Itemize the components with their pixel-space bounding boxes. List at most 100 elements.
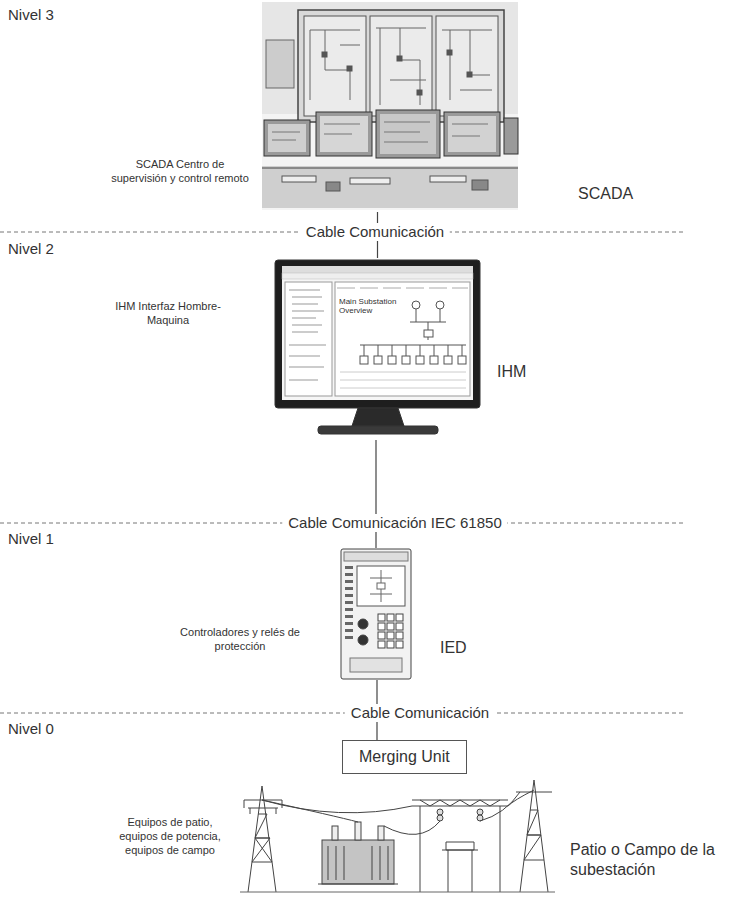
substation-yard: Equipos de patio, equipos de potencia, e… [235,776,555,897]
ied-relay-sketch [378,632,385,639]
scada-room-sketch [322,52,327,57]
ied-relay-sketch [370,570,392,602]
substation-yard-sketch [437,809,443,815]
substation-yard-sketch [322,840,394,884]
ied-relay-sketch [358,619,368,629]
hmi-monitor-sketch [337,288,468,289]
scada-room-sketch [266,40,294,88]
ied-relay-sketch [387,614,394,621]
substation-yard-sketch [477,809,483,815]
hmi-monitor-sketch [289,290,326,380]
substation-yard-sketch [437,815,443,821]
scada-room-sketch [310,28,492,105]
image-caption: Equipos de patio, equipos de potencia, e… [110,816,230,857]
ied-relay-sketch [341,549,411,679]
substation-yard-sketch [240,780,555,892]
scada-room-sketch [350,178,390,184]
level-title: Nivel 2 [8,240,54,259]
scada-room-sketch [436,16,498,116]
cable-label: Cable Comunicación IEC 61850 [282,514,507,532]
hmi-monitor-sketch [430,356,438,364]
level-title: Nivel 0 [8,720,54,739]
hmi-monitor-sketch [416,356,424,364]
hmi-monitor-sketch [318,426,438,434]
ied-relay-sketch [345,587,353,590]
ied-relay-sketch [345,580,353,583]
scada-room-sketch [447,50,452,55]
scada-room-sketch [370,16,432,116]
scada-room-sketch [282,176,316,182]
hmi-monitor-sketch [424,330,433,337]
hmi-monitor-sketch [458,356,466,364]
substation-yard-sketch [378,826,384,840]
ied-relay-sketch [358,635,368,645]
hmi-monitor-sketch [360,356,368,364]
image-caption: Controladores y relés de protección [175,626,305,654]
ied-relay-sketch [345,615,353,618]
hmi-monitor-sketch [360,309,466,356]
cable-label: Cable Comunicación [345,704,495,722]
scada-room-sketch [380,114,436,154]
level-tag: Patio o Campo de la subestación [570,840,750,880]
ied-relay-sketch [345,601,353,604]
scada-room-sketch [262,2,518,210]
substation-yard-sketch [244,786,282,892]
scada-room-sketch [326,182,340,191]
process-box: Merging Unit [342,740,467,774]
ied-relay-sketch [378,614,385,621]
scada-room-sketch [304,16,366,116]
screen-title: Main Substation Overview [339,298,411,316]
hmi-monitor: IHM Interfaz Hombre-MaquinaIHM [270,258,485,440]
level-title: Nivel 3 [8,6,54,25]
ied-relay-sketch [378,623,385,630]
scada-room-sketch [444,112,500,156]
hmi-monitor-sketch [275,260,480,434]
ied-relay-sketch [357,566,405,606]
hmi-monitor-sketch [388,356,396,364]
scada-room-sketch [262,168,518,169]
cable-label: Cable Comunicación [300,223,450,241]
hmi-monitor-sketch [282,273,473,279]
level-tag: IHM [497,362,526,382]
level-title: Nivel 1 [8,530,54,549]
image-caption: SCADA Centro de supervisión y control re… [110,158,250,186]
scada-room-sketch [262,166,518,208]
ied-relay-sketch [396,623,403,630]
scada-room-sketch [272,122,488,142]
ied-relay-sketch [396,641,403,648]
ied-relay-sketch [345,636,353,639]
box-title: Merging Unit [359,747,450,767]
hmi-monitor-sketch [444,356,452,364]
ied-relay-sketch [378,641,385,648]
substation-yard-sketch [328,846,388,880]
ied-relay-sketch [350,658,402,672]
scada-room-sketch [347,66,352,71]
scada-room-sketch [397,56,402,61]
hmi-monitor-sketch [282,266,473,273]
scada-photo: SCADA Centro de supervisión y control re… [260,0,520,212]
ied-relay-sketch [396,632,403,639]
level-tag: IED [440,638,467,658]
substation-yard-sketch [412,800,508,892]
scada-room-sketch [298,10,504,122]
ied-relay-sketch [345,594,353,597]
ied-relay-sketch [345,622,353,625]
ied-relay-sketch [377,583,385,589]
scada-room-sketch [430,176,466,182]
substation-yard-sketch [355,822,361,840]
substation-yard-sketch [262,790,534,834]
substation-yard-sketch [332,826,338,840]
scada-room-sketch [472,180,488,190]
substation-yard-sketch [442,842,478,892]
hmi-monitor-sketch [282,266,473,400]
image-caption: IHM Interfaz Hombre-Maquina [98,300,238,328]
ied-relay-sketch [345,566,353,569]
ied-relay-sketch [344,552,408,561]
hmi-monitor-sketch [352,408,404,426]
scada-room-sketch [504,118,518,154]
substation-yard-sketch [244,800,282,814]
scada-room-sketch [448,116,496,152]
substation-yard-sketch [318,884,398,885]
ied-relay-sketch [345,608,353,611]
scada-room-sketch [262,2,518,210]
